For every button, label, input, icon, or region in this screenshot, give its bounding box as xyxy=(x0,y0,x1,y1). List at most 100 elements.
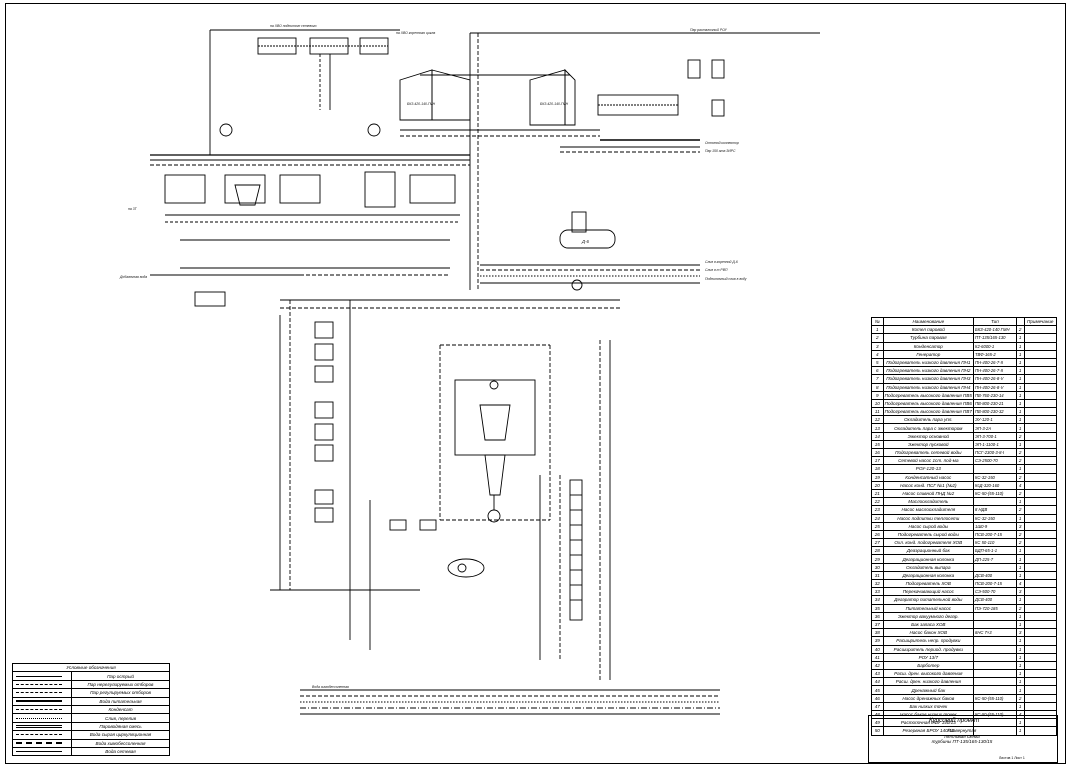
label-boiler-right: БКЗ-420-140-ГМН xyxy=(540,102,569,106)
spec-cell-note xyxy=(1023,366,1058,376)
label-left-2: Добавочная вода xyxy=(119,275,147,279)
spec-cell-num: 20 xyxy=(871,480,884,490)
spec-cell-note xyxy=(1023,447,1058,458)
spec-cell-num: 44 xyxy=(871,677,884,687)
spec-cell-qty: 2 xyxy=(1015,431,1025,441)
spec-cell-num: 5 xyxy=(871,357,884,368)
spec-cell-qty: 2 xyxy=(1015,529,1025,540)
spec-cell-qty: 1 xyxy=(1015,390,1025,400)
spec-cell-qty: 4 xyxy=(1015,480,1025,490)
turbine-rotor xyxy=(479,404,511,441)
spec-cell-qty: 1 xyxy=(1015,357,1025,368)
desc-line-1: Развернутая xyxy=(947,728,977,733)
spec-cell-note xyxy=(1023,439,1058,450)
spec-cell-qty: 1 xyxy=(1015,570,1025,581)
spec-cell-type xyxy=(972,497,1017,507)
spec-cell-qty: 1 xyxy=(1015,554,1025,564)
spec-cell-name: Подогреватель низкого давления ПН1 xyxy=(882,357,974,368)
spec-cell-note xyxy=(1023,636,1058,646)
spec-cell-name: Насос бакон ХОВ xyxy=(882,628,974,638)
spec-cell-qty: 1 xyxy=(1015,513,1025,523)
spec-header-name: Наименование xyxy=(882,316,974,327)
spec-cell-type: ЭП-3-2А xyxy=(972,423,1017,433)
label-left: на 3Т xyxy=(128,207,138,211)
spec-cell-type xyxy=(972,611,1017,621)
legend-line-icon xyxy=(16,675,62,677)
spec-cell-name: Генератор xyxy=(882,349,974,359)
legend-title: Условные обозначения xyxy=(12,662,170,673)
spec-cell-note xyxy=(1023,562,1058,572)
spec-cell-qty: 1 xyxy=(1015,701,1025,712)
spec-cell-num: 28 xyxy=(871,546,884,556)
spec-cell-num: 13 xyxy=(871,423,884,433)
spec-cell-type xyxy=(972,660,1017,671)
legend-line-icon xyxy=(16,700,62,703)
boiler-left-body xyxy=(399,69,433,121)
spec-cell-note xyxy=(1023,423,1058,433)
spec-cell-qty: 2 xyxy=(1015,472,1025,482)
spec-cell-qty: 1 xyxy=(1015,382,1025,392)
spec-cell-note xyxy=(1023,628,1058,638)
legend-row: Слив, перелив xyxy=(12,713,170,723)
spec-cell-name: Подогреватель сетевой воды xyxy=(882,447,974,458)
spec-cell-name: Подогреватель сырой воды xyxy=(882,529,974,540)
spec-cell-num: 26 xyxy=(871,529,884,540)
spec-cell-name: Расш. дрен. высокого давления xyxy=(882,669,974,679)
legend-line-sample xyxy=(12,671,72,681)
legend-row: Вода химобессоленная xyxy=(12,738,170,748)
spec-cell-qty: 2 xyxy=(1015,488,1025,499)
spec-cell-type: КС-32-150 xyxy=(972,472,1017,482)
legend-line-sample xyxy=(12,688,72,698)
spec-cell-note xyxy=(1023,497,1058,507)
spec-cell-qty: 1 xyxy=(1015,685,1025,695)
spec-cell-num: 16 xyxy=(871,447,884,458)
spec-cell-qty: 1 xyxy=(1015,398,1025,409)
legend-line-sample xyxy=(12,730,72,740)
spec-cell-qty: 1 xyxy=(1015,660,1025,671)
spec-cell-note xyxy=(1023,726,1058,736)
hx-group-4 xyxy=(364,171,396,208)
spec-cell-type: ПВ-800-230-21 xyxy=(972,398,1017,409)
spec-cell-num: 34 xyxy=(871,595,884,605)
legend-line-sample xyxy=(12,696,72,706)
spec-header-row: № Наименование Тип Примечание xyxy=(871,316,1058,327)
legend-text: Пар регулируемых отборов xyxy=(71,688,170,698)
spec-cell-note xyxy=(1023,407,1058,417)
spec-cell-note xyxy=(1023,660,1058,671)
spec-cell-note xyxy=(1023,341,1058,351)
spec-cell-type xyxy=(972,619,1017,630)
spec-cell-qty: 3 xyxy=(1015,628,1025,638)
spec-cell-name: Барботер xyxy=(882,660,974,671)
spec-cell-qty: 2 xyxy=(1015,325,1025,335)
legend-text: Вода сетевая xyxy=(71,746,170,757)
label-d6: Д-6 xyxy=(581,239,589,244)
legend-text: Пароводяная смесь xyxy=(71,721,170,732)
spec-cell-note xyxy=(1023,390,1058,400)
spec-cell-num: 25 xyxy=(871,521,884,531)
spec-cell-note xyxy=(1023,325,1058,335)
spec-cell-note xyxy=(1023,587,1058,597)
spec-cell-note xyxy=(1023,415,1058,425)
project-title: Курсовой проект xyxy=(929,717,980,724)
spec-cell-name: Бак запаса ХОВ xyxy=(882,619,974,630)
spec-cell-num: 3 xyxy=(871,341,884,351)
spec-cell-qty: 2 xyxy=(1015,538,1025,548)
spec-cell-note xyxy=(1023,529,1058,540)
spec-cell-note xyxy=(1023,685,1058,695)
